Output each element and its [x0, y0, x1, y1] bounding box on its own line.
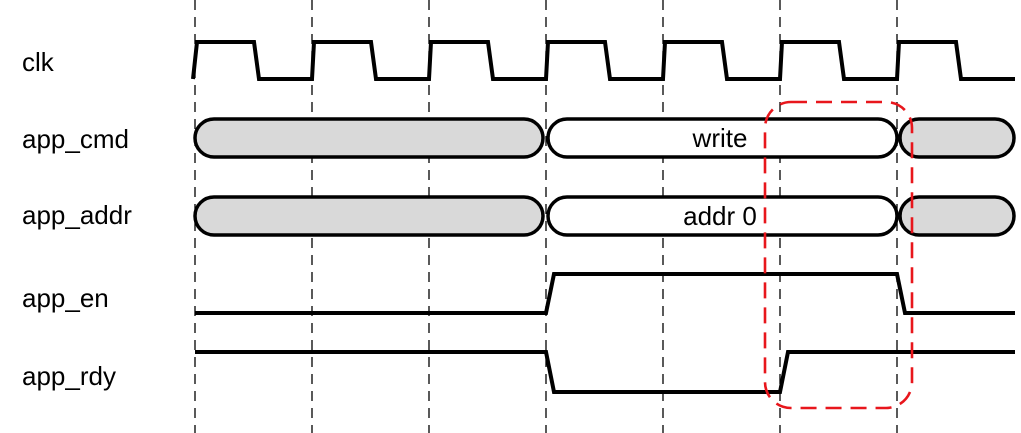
label-app-cmd: app_cmd	[22, 124, 129, 154]
label-app-addr: app_addr	[22, 200, 132, 230]
app-cmd-undefined-segment	[193, 117, 545, 159]
app-en-waveform	[195, 272, 1015, 315]
app-addr-value: addr 0	[683, 201, 757, 231]
label-app-en: app_en	[22, 283, 109, 313]
app-cmd-bus: write	[193, 117, 1016, 159]
app-addr-bus: addr 0	[193, 195, 1016, 237]
app-addr-undefined-segment	[193, 195, 545, 237]
app-cmd-write-segment	[546, 117, 899, 159]
app-rdy-waveform	[195, 350, 1015, 394]
label-clk: clk	[22, 47, 55, 77]
app-addr-undefined-segment	[898, 195, 1016, 237]
app-addr-value-segment	[546, 195, 899, 237]
label-app-rdy: app_rdy	[22, 361, 116, 391]
clk-waveform	[191, 40, 1015, 81]
handshake-highlight-box	[763, 100, 914, 410]
app-cmd-value: write	[692, 123, 748, 153]
app-cmd-undefined-segment	[898, 117, 1016, 159]
